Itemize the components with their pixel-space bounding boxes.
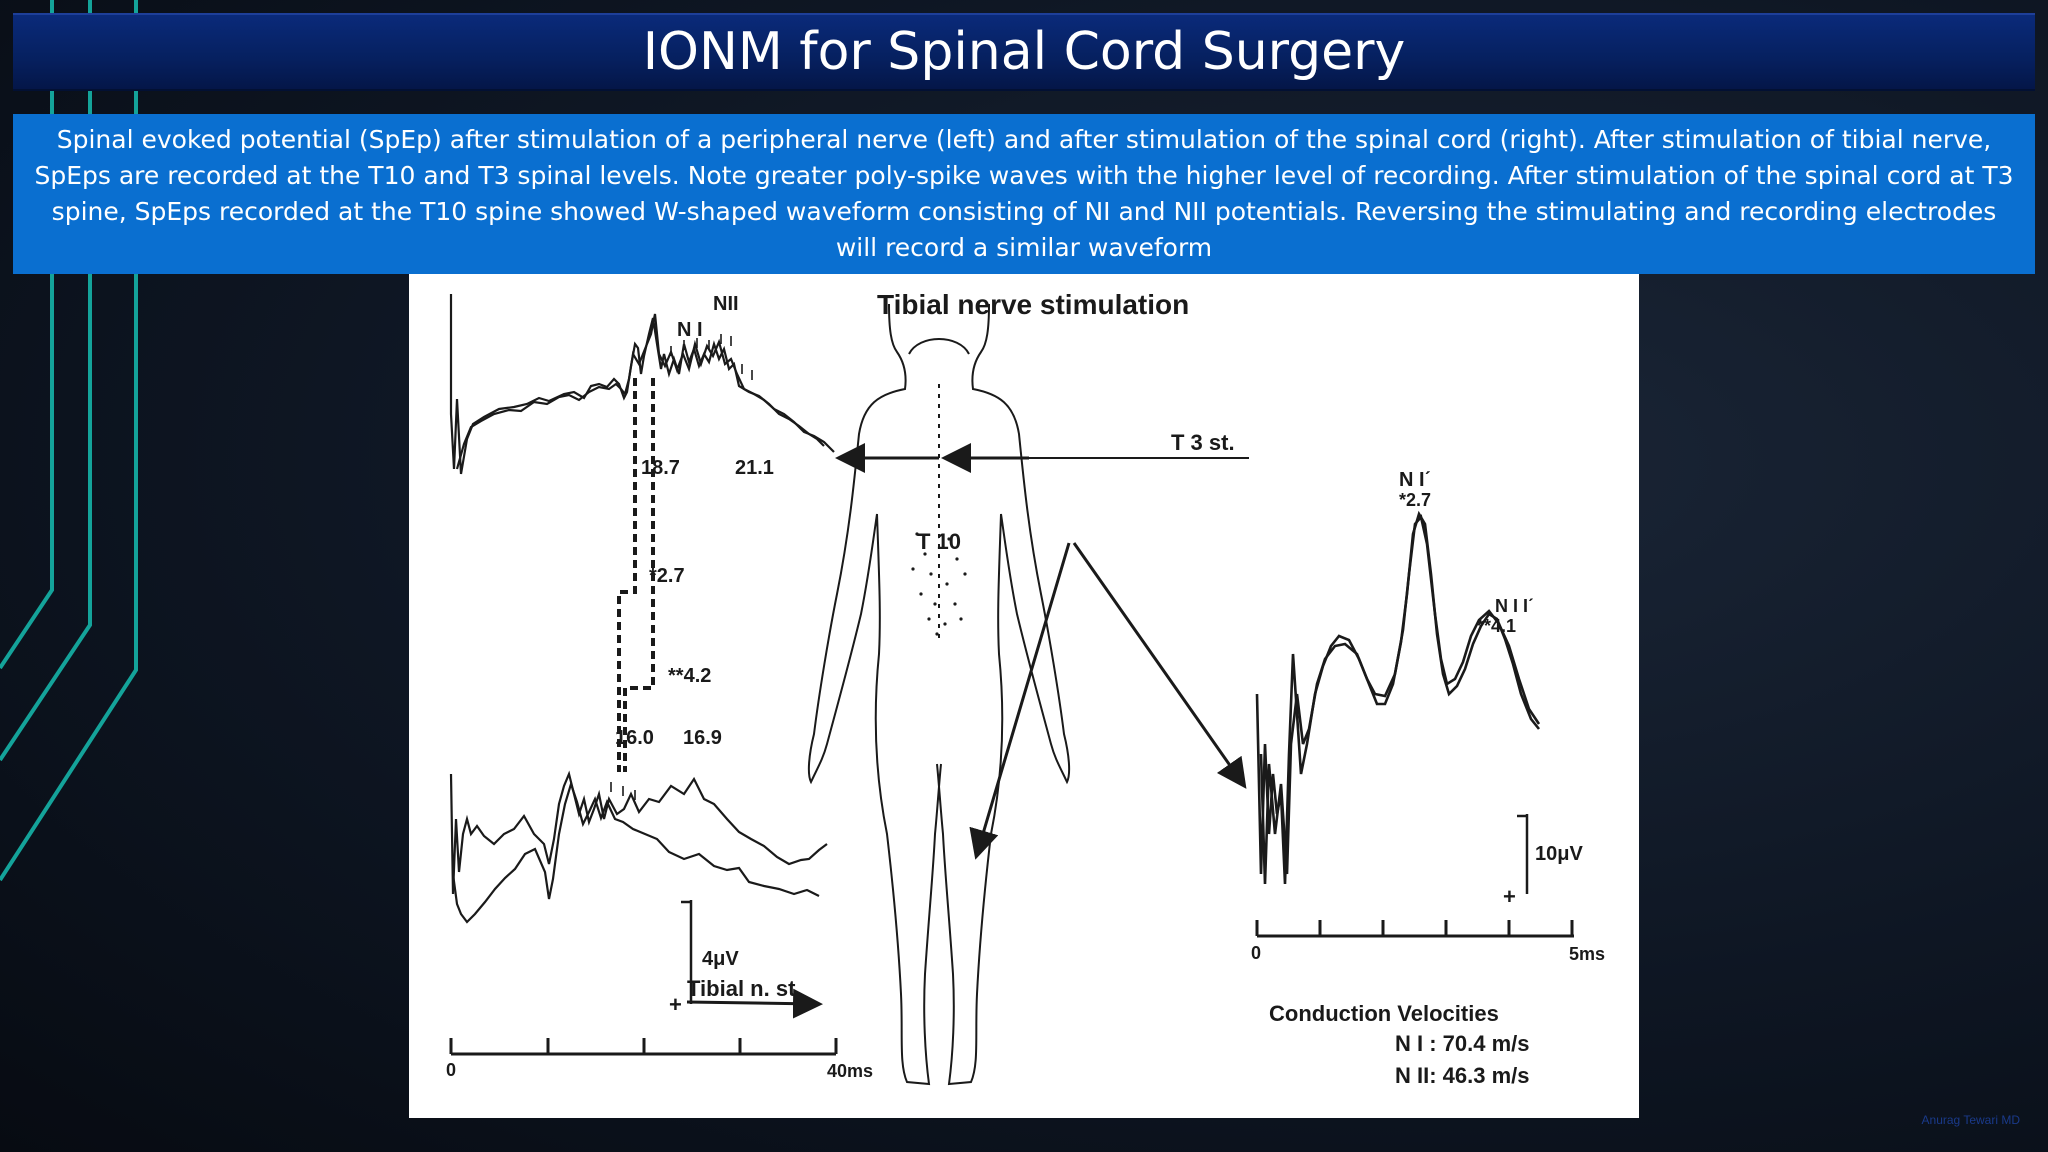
t10-arrow-right [1072,542,1247,789]
right-axis-start: 0 [1251,943,1261,963]
polyspike-markers-lower [610,782,636,800]
right-nii-latency: **4.1 [1477,616,1516,636]
tibial-stim-label: Tibial n. st. [687,976,802,1001]
back-stippling [911,532,967,636]
ssep-diagram: Tibial nerve stimulation N I NII 18.7 21… [446,289,1605,1088]
velocity-ni: N I : 70.4 m/s [1395,1031,1530,1056]
left-axis-start: 0 [446,1060,456,1080]
t10-label: T 10 [917,529,961,554]
nii-difference-label: **4.2 [668,665,711,687]
left-voltage-scale-label: 4μV [702,948,739,970]
upper-waveform-trace [449,294,835,475]
right-ni-latency: *2.7 [1399,490,1431,510]
figure-panel: Tibial nerve stimulation N I NII 18.7 21… [409,274,1639,1118]
left-time-axis [449,1038,838,1056]
lower-waveform-trace [449,770,828,924]
right-nii-peak-label: N I Iˊ [1495,596,1534,616]
upper-latency-ni: 18.7 [641,457,680,479]
right-ni-peak-label: N Iˊ [1399,469,1431,491]
left-axis-end: 40ms [827,1061,873,1081]
slide-title-text: IONM for Spinal Cord Surgery [642,22,1406,82]
velocities-title: Conduction Velocities [1269,1001,1499,1026]
slide-title: IONM for Spinal Cord Surgery [13,13,2035,91]
ni-peak-label: N I [677,319,703,341]
right-time-axis [1255,920,1574,938]
ni-difference-label: *2.7 [649,565,685,587]
t10-arrow-left [969,542,1071,860]
right-waveform-trace [1255,510,1541,885]
t3-stim-label: T 3 st. [1171,430,1235,455]
figure-heading: Tibial nerve stimulation [877,289,1189,320]
lower-latency-nii: 16.9 [683,727,722,749]
right-voltage-scale-label: 10μV [1535,843,1583,865]
watermark: Anurag Tewari MD [1921,1113,2020,1127]
polyspike-markers-upper [670,334,753,380]
left-scale-plus: + [669,992,682,1017]
latency-dashed-lines [617,378,655,772]
lower-latency-ni: 16.0 [615,727,654,749]
right-voltage-scale [1517,814,1529,894]
right-scale-plus: + [1503,884,1516,909]
tibial-stim-arrow [686,988,823,1019]
slide-caption: Spinal evoked potential (SpEp) after sti… [13,114,2035,274]
right-axis-end: 5ms [1569,944,1605,964]
nii-peak-label: NII [713,293,739,315]
upper-latency-nii: 21.1 [735,457,774,479]
left-voltage-scale [681,900,693,1004]
velocity-nii: N II: 46.3 m/s [1395,1063,1530,1088]
body-outline [807,303,1071,1086]
